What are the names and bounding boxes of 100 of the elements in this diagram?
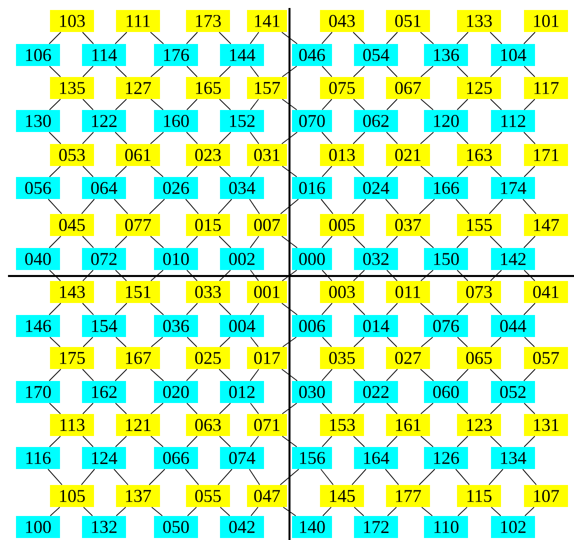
number-box: 111 xyxy=(116,10,160,32)
connector-line xyxy=(386,32,398,44)
connector-line xyxy=(186,66,198,78)
number-box: 117 xyxy=(524,77,568,99)
number-box: 006 xyxy=(292,314,332,337)
number-box: 025 xyxy=(186,346,230,369)
number-box: 043 xyxy=(320,10,364,32)
connector-line xyxy=(82,336,94,348)
connector-line xyxy=(322,336,332,348)
connector-line xyxy=(321,368,333,382)
connector-line xyxy=(488,468,504,486)
connector-line xyxy=(352,236,366,248)
connector-line xyxy=(456,166,468,178)
connector-line xyxy=(250,270,259,282)
number-box: 010 xyxy=(154,248,198,270)
number-box: 152 xyxy=(220,110,264,132)
number-box: 061 xyxy=(116,144,160,166)
connector-line xyxy=(420,368,434,382)
connector-line xyxy=(186,32,198,44)
number-box: 125 xyxy=(457,77,501,99)
connector-line xyxy=(218,468,232,486)
connector-line xyxy=(219,436,231,448)
connector-line xyxy=(49,166,61,178)
connector-line xyxy=(420,32,434,44)
connector-line xyxy=(83,506,93,516)
connector-line xyxy=(387,506,397,516)
connector-line xyxy=(352,468,366,486)
number-box: 137 xyxy=(116,484,160,507)
number-box: 163 xyxy=(457,144,501,166)
number-box: 073 xyxy=(457,281,501,303)
connector-line xyxy=(386,66,398,78)
connector-line xyxy=(386,270,398,282)
connector-line xyxy=(185,468,199,486)
connector-line xyxy=(353,66,365,78)
connector-line xyxy=(186,132,198,144)
connector-line xyxy=(82,66,94,78)
connector-line xyxy=(114,468,128,486)
connector-line xyxy=(522,468,537,486)
connector-line xyxy=(490,66,502,78)
connector-line xyxy=(524,270,536,282)
number-box: 145 xyxy=(320,484,364,507)
number-box: 123 xyxy=(457,414,501,436)
connector-line xyxy=(321,302,333,316)
connector-line xyxy=(488,198,504,214)
number-box: 072 xyxy=(82,248,126,270)
connector-line xyxy=(150,166,164,178)
connector-line xyxy=(250,98,259,110)
connector-line xyxy=(48,198,62,214)
connector-line xyxy=(490,166,502,178)
number-box: 021 xyxy=(386,144,430,166)
connector-line xyxy=(524,506,534,516)
number-box: 000 xyxy=(292,248,332,270)
number-box: 067 xyxy=(386,77,430,99)
number-box: 045 xyxy=(50,214,94,236)
connector-line xyxy=(116,506,126,516)
number-box: 151 xyxy=(116,281,160,303)
number-box: 122 xyxy=(82,110,126,132)
number-box: 132 xyxy=(82,516,126,538)
connector-line xyxy=(320,468,334,486)
number-box: 130 xyxy=(16,110,60,132)
connector-line xyxy=(250,436,259,448)
number-box: 037 xyxy=(386,214,430,236)
connector-line xyxy=(186,402,198,414)
connector-line xyxy=(248,468,260,486)
connector-line xyxy=(523,302,536,316)
connector-line xyxy=(281,368,298,382)
connector-line xyxy=(352,302,366,316)
number-box: 056 xyxy=(16,177,60,199)
connector-line xyxy=(114,32,128,44)
connector-line xyxy=(114,302,128,316)
connector-line xyxy=(282,506,296,516)
connector-line xyxy=(386,132,398,144)
connector-line xyxy=(353,98,365,110)
connector-line xyxy=(420,236,434,248)
connector-line xyxy=(490,402,502,414)
connector-line xyxy=(150,66,164,78)
connector-line xyxy=(322,166,332,178)
connector-line xyxy=(116,336,126,348)
connector-line xyxy=(115,436,127,448)
connector-line xyxy=(186,98,198,110)
number-box: 161 xyxy=(386,414,430,436)
connector-line xyxy=(114,368,128,382)
connector-line xyxy=(322,270,332,282)
connector-line xyxy=(49,436,61,448)
connector-line xyxy=(282,436,298,448)
number-box: 051 xyxy=(386,10,430,32)
connector-line xyxy=(523,368,536,382)
number-box: 105 xyxy=(50,484,94,507)
connector-line xyxy=(49,98,61,110)
number-box: 005 xyxy=(320,214,364,236)
number-box: 140 xyxy=(292,516,332,538)
number-box: 171 xyxy=(524,144,568,166)
connector-line xyxy=(220,506,230,516)
number-box: 124 xyxy=(82,446,126,469)
connector-line xyxy=(524,166,536,178)
number-box: 160 xyxy=(154,110,198,132)
connector-line xyxy=(320,198,334,214)
number-box: 113 xyxy=(50,414,94,436)
number-box: 033 xyxy=(186,281,230,303)
number-box: 053 xyxy=(50,144,94,166)
